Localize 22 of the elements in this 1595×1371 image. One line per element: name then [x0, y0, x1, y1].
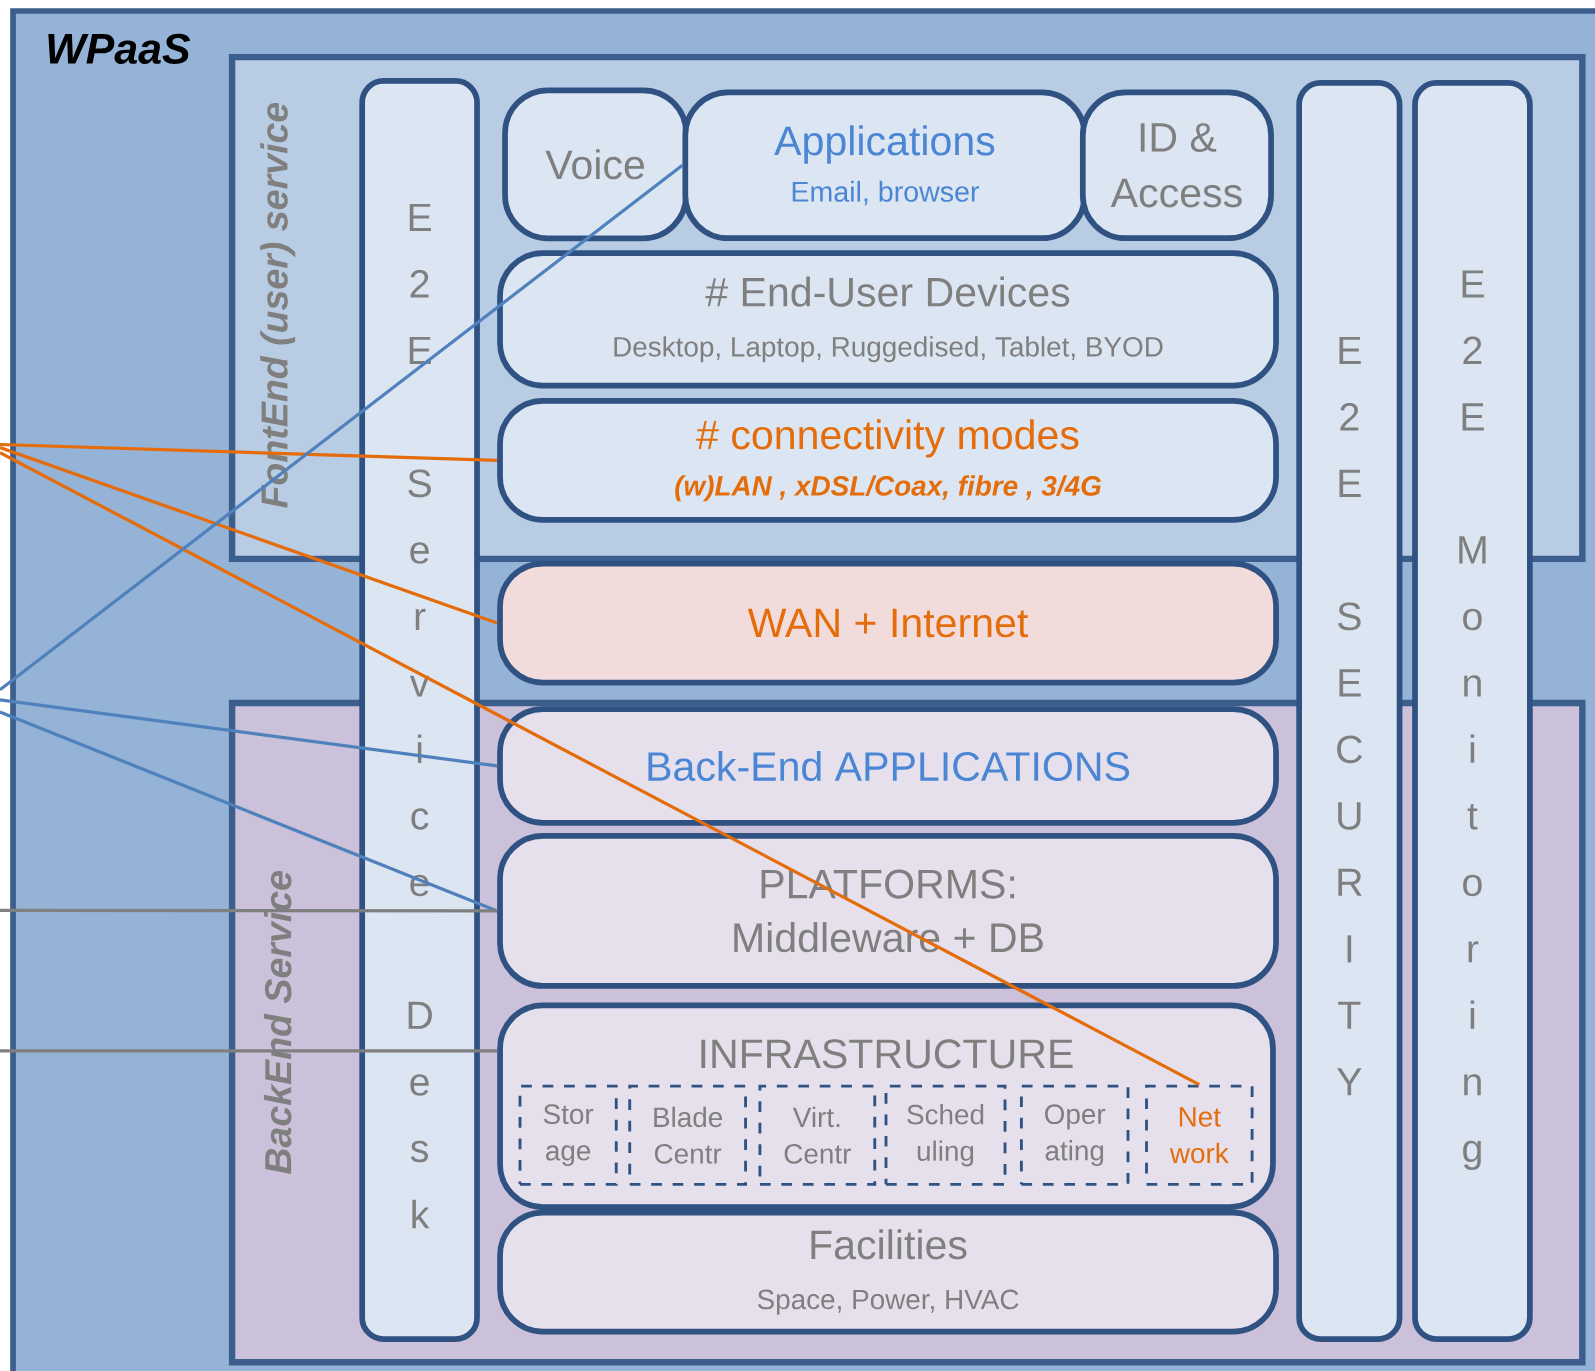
component-box: Net work — [1145, 1084, 1254, 1186]
layer-box: WAN + Internet — [497, 560, 1279, 686]
component-box: Oper ating — [1019, 1084, 1130, 1186]
component-box: Sched uling — [884, 1084, 1007, 1186]
column-box: E2E Monitoring — [1412, 80, 1533, 1342]
connector-line — [0, 710, 498, 913]
connector-line — [0, 698, 498, 768]
connector-line — [0, 908, 498, 913]
layer-box: # connectivity modes (w)LAN , xDSL/Coax, fibre , 3/4G — [497, 397, 1279, 523]
connector-line — [0, 451, 1201, 1086]
component-box: Blade Centr — [628, 1084, 747, 1186]
connector-line — [0, 1049, 498, 1053]
connector-line — [0, 442, 498, 462]
layer-box: Voice — [502, 87, 689, 242]
layer-box: ID & Access — [1079, 89, 1274, 241]
layer-box: # End-User Devices Desktop, Laptop, Ruggedised, Tablet, BYOD — [497, 250, 1279, 389]
column-box: E2E SECURITY — [1296, 80, 1403, 1342]
layer-box: Facilities Space, Power, HVAC — [497, 1209, 1279, 1335]
component-box: Virt. Centr — [758, 1084, 877, 1186]
connector-line — [0, 163, 684, 691]
layer-box: Back-End APPLICATIONS — [497, 706, 1279, 826]
component-box: Stor age — [518, 1084, 618, 1186]
